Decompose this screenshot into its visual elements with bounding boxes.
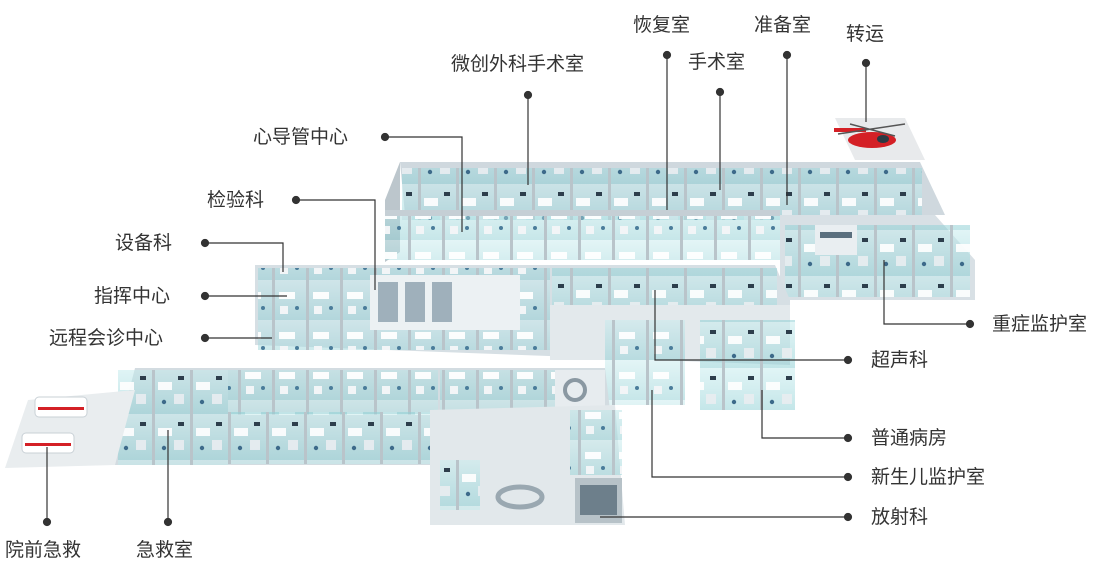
label-icu: 重症监护室 [992,313,1088,335]
label-radiology: 放射科 [871,506,929,528]
label-ultrasound: 超声科 [871,349,929,371]
label-transfer: 转运 [846,23,885,45]
label-prep: 准备室 [754,14,812,36]
label-command: 指挥中心 [94,285,171,307]
helipad [834,118,925,160]
label-equipment: 设备科 [115,232,173,254]
label-lab: 检验科 [207,189,265,211]
label-cath: 心导管中心 [253,126,349,148]
helicopter-icon [834,123,906,148]
label-emergency: 急救室 [136,539,194,561]
label-surgery: 手术室 [688,51,746,73]
label-remote: 远程会诊中心 [49,327,164,349]
upper-wing [385,162,945,262]
ambulance-bay [5,390,135,468]
ambulance-icon [21,396,88,454]
leader-lines [42,50,975,527]
icu-wing [780,215,975,300]
label-minimal-surgery: 微创外科手术室 [451,53,585,75]
middle-block [255,265,795,410]
label-prehospital: 院前急救 [5,539,82,561]
lobby-block [430,405,625,525]
label-recovery: 恢复室 [633,14,691,36]
label-ward: 普通病房 [871,427,948,449]
label-nicu: 新生儿监护室 [871,466,986,488]
